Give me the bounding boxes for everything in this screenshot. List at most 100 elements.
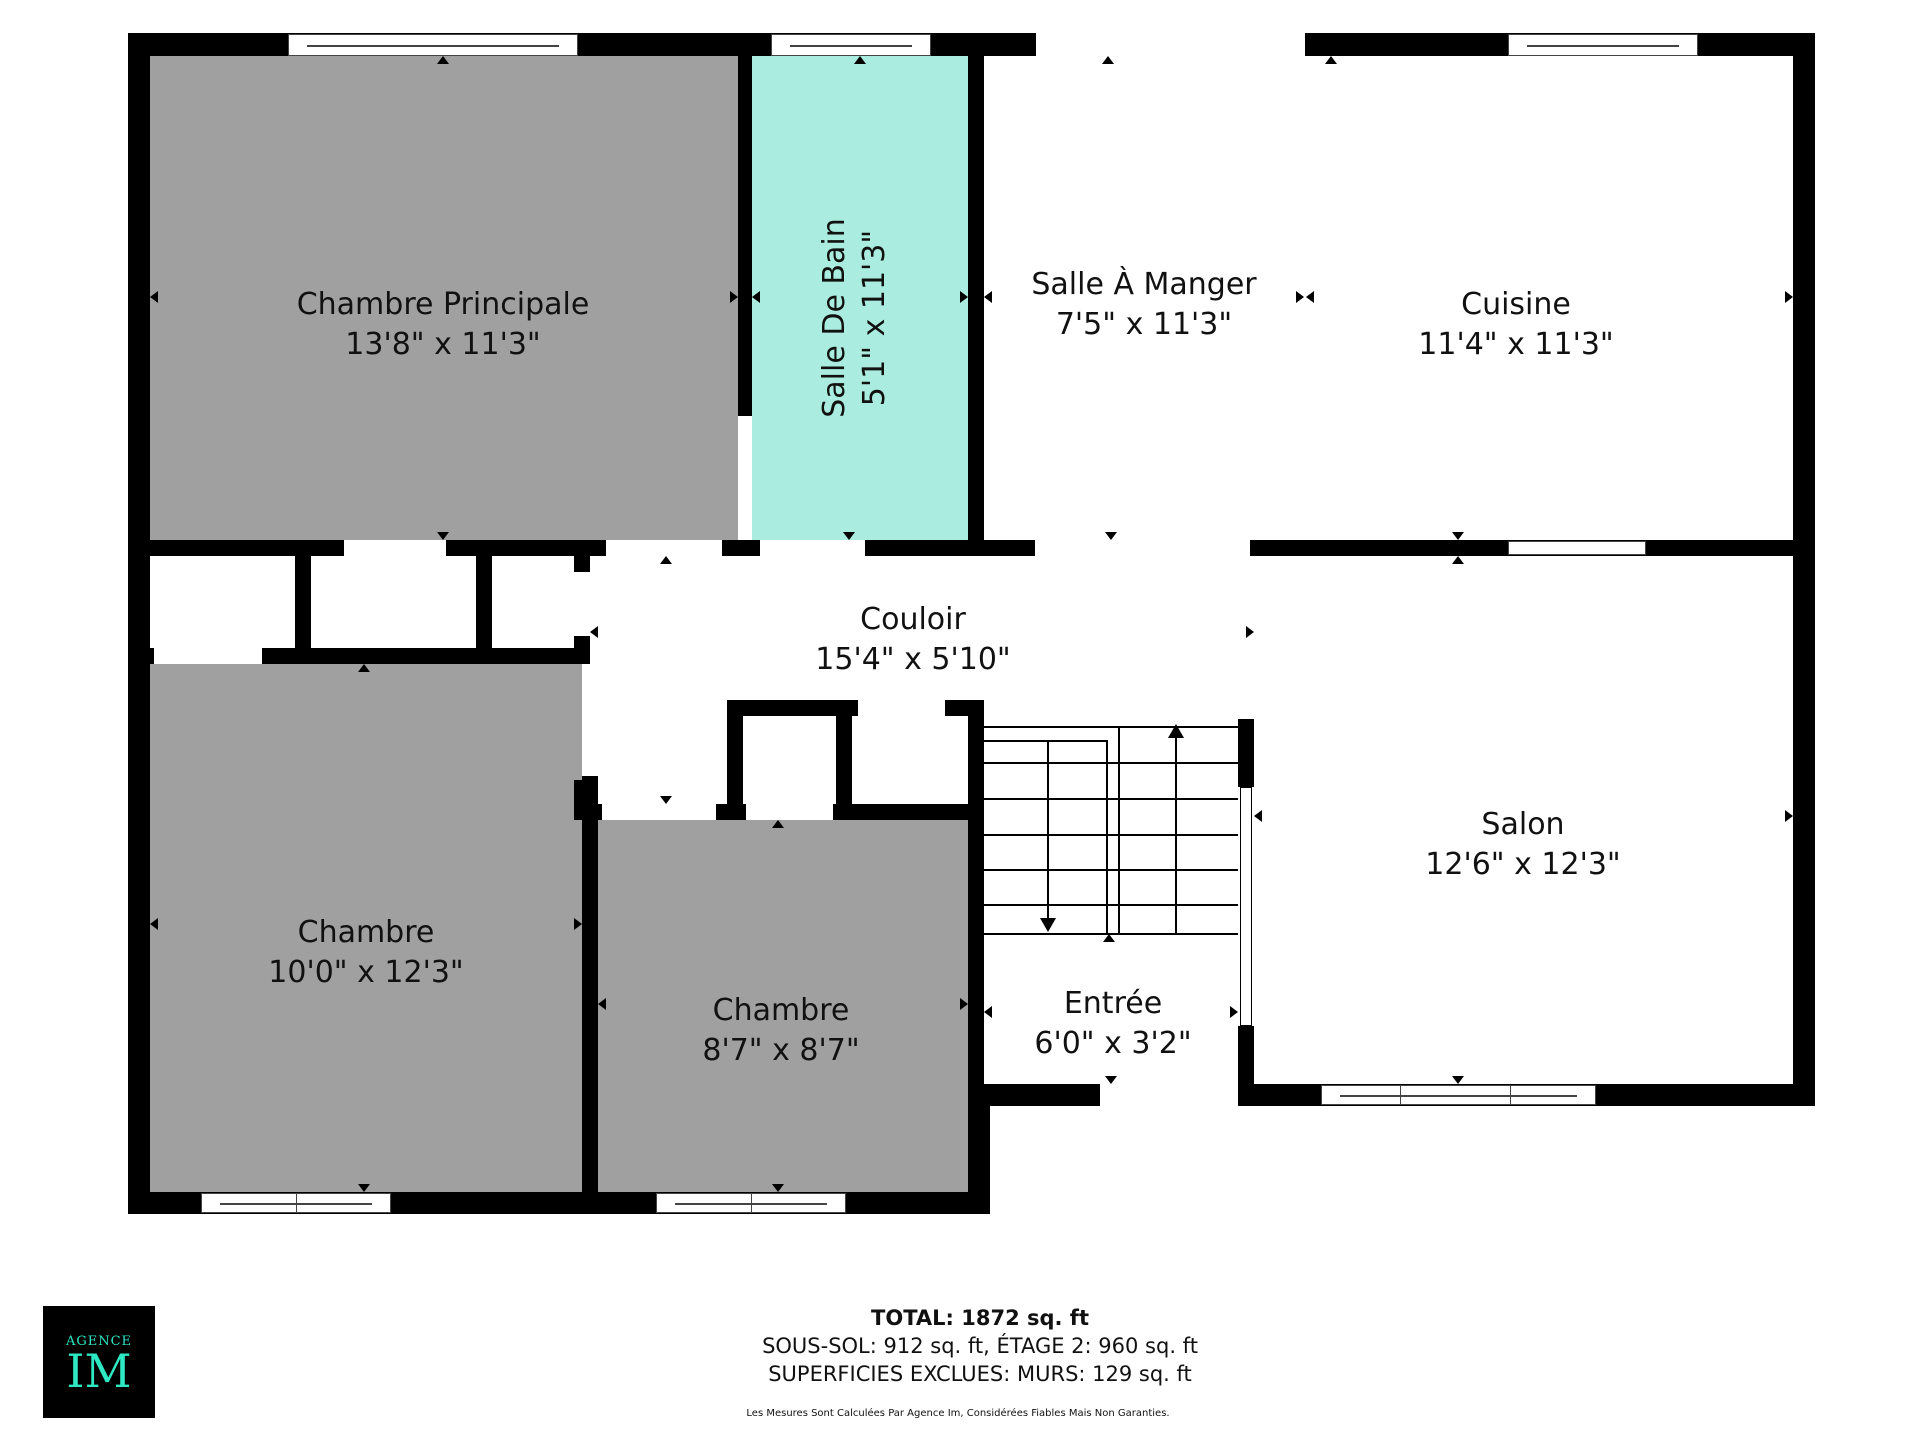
wall-closet-bottom-a (128, 648, 154, 664)
wall-closet2-left (727, 700, 743, 820)
wall-left (128, 33, 150, 1214)
summary-disclaimer: Les Mesures Sont Calculées Par Agence Im… (746, 1408, 1170, 1419)
marker-icon (1103, 934, 1115, 942)
marker-icon (843, 532, 855, 540)
room-dims: 11'4" x 11'3" (1418, 327, 1614, 362)
window-salon-bottom (1321, 1085, 1596, 1105)
marker-icon (437, 532, 449, 540)
room-chambre-principale (150, 56, 738, 540)
wall-stair-left (968, 700, 984, 1106)
label-chambre-1: Chambre 10'0" x 12'3" (268, 913, 463, 993)
room-salle-de-bain (752, 56, 968, 540)
wall-mid-h4 (865, 540, 1035, 556)
marker-icon (1254, 810, 1262, 822)
marker-icon (1246, 626, 1254, 638)
label-salon: Salon 12'6" x 12'3" (1425, 805, 1620, 885)
room-dims: 7'5" x 11'3" (1055, 307, 1233, 342)
room-chambre-2 (598, 820, 968, 1192)
summary-total: TOTAL: 1872 sq. ft (871, 1306, 1089, 1330)
wall-closet-row-bottom-b (716, 804, 746, 820)
marker-icon (1452, 556, 1464, 564)
wall-right (1793, 33, 1815, 1105)
stair-up-arrow-icon (1168, 724, 1184, 738)
marker-icon (772, 820, 784, 828)
staircase (984, 724, 1238, 935)
marker-icon (730, 291, 738, 303)
marker-icon (1105, 532, 1117, 540)
wall-closet2-mid (836, 700, 852, 820)
room-name: Chambre (712, 993, 850, 1028)
summary-excluded: SUPERFICIES EXCLUES: MURS: 129 sq. ft (768, 1362, 1192, 1386)
marker-icon (150, 918, 158, 930)
summary-floors: SOUS-SOL: 912 sq. ft, ÉTAGE 2: 960 sq. f… (762, 1334, 1198, 1358)
wall-mid-h2 (446, 540, 606, 556)
marker-icon (1230, 1006, 1238, 1018)
marker-icon (1306, 291, 1314, 303)
wall-bedroom2-right (968, 1084, 990, 1214)
railing-salon (1240, 787, 1252, 1026)
window-chambre-1 (201, 1193, 391, 1213)
marker-icon (1785, 810, 1793, 822)
wall-couloir-left-mid (574, 636, 590, 664)
wall-closet2-top (727, 700, 858, 716)
marker-icon (1452, 532, 1464, 540)
marker-icon (598, 998, 606, 1010)
wall-closet-div1 (295, 540, 311, 664)
label-salle-a-manger: Salle À Manger 7'5" x 11'3" (1031, 265, 1256, 345)
marker-icon (1325, 56, 1337, 64)
marker-icon (574, 918, 582, 930)
agence-im-logo: AGENCE IM (43, 1306, 155, 1418)
room-chambre-1 (150, 664, 582, 1192)
wall-salon-left-top (1238, 719, 1254, 787)
window-principale (288, 34, 578, 56)
marker-icon (1452, 1076, 1464, 1084)
room-dims: 8'7" x 8'7" (702, 1033, 860, 1068)
logo-text-small: AGENCE (65, 1334, 133, 1349)
marker-icon (437, 56, 449, 64)
room-dims: 13'8" x 11'3" (345, 327, 541, 362)
marker-icon (752, 291, 760, 303)
marker-icon (984, 291, 992, 303)
room-dims: 10'0" x 12'3" (268, 955, 464, 990)
room-name: Entrée (1063, 986, 1163, 1021)
marker-icon (772, 1184, 784, 1192)
room-name: Salle De Bain (817, 218, 852, 418)
marker-icon (1102, 56, 1114, 64)
wall-couloir-left-top (574, 556, 590, 572)
wall-couloir-left-bot (574, 780, 590, 820)
wall-salon-left-bot (1238, 1026, 1254, 1106)
room-dims: 6'0" x 3'2" (1034, 1026, 1192, 1061)
marker-icon (960, 291, 968, 303)
marker-icon (854, 56, 866, 64)
marker-icon (984, 1006, 992, 1018)
wall-closet-bottom-b (262, 648, 590, 664)
room-name: Chambre (297, 915, 435, 950)
room-dims: 12'6" x 12'3" (1425, 847, 1621, 882)
label-couloir: Couloir 15'4" x 5'10" (815, 600, 1010, 680)
logo-text-big: IM (66, 1344, 132, 1398)
stair-down-arrow-icon (1040, 918, 1056, 932)
room-name: Cuisine (1461, 287, 1571, 322)
label-chambre-principale: Chambre Principale 13'8" x 11'3" (297, 285, 590, 365)
wall-mid-h1 (128, 540, 344, 556)
marker-icon (358, 664, 370, 672)
wall-bath-right (968, 56, 984, 540)
window-bath (771, 34, 931, 56)
label-chambre-2: Chambre 8'7" x 8'7" (702, 991, 859, 1071)
marker-icon (358, 1184, 370, 1192)
marker-icon (660, 796, 672, 804)
window-cuisine (1508, 34, 1698, 56)
wall-principale-bath (738, 56, 752, 416)
wall-bed1-right (582, 776, 598, 1214)
window-chambre-2 (656, 1193, 846, 1213)
room-dims: 15'4" x 5'10" (815, 642, 1011, 677)
room-name: Chambre Principale (296, 287, 590, 322)
marker-icon (660, 556, 672, 564)
room-name: Salon (1481, 807, 1565, 842)
room-name: Couloir (860, 602, 966, 637)
wall-entree-bottom (968, 1084, 1100, 1106)
marker-icon (590, 626, 598, 638)
label-cuisine: Cuisine 11'4" x 11'3" (1418, 285, 1613, 365)
marker-icon (1296, 291, 1304, 303)
wall-closet-row-bottom-c (833, 804, 984, 820)
